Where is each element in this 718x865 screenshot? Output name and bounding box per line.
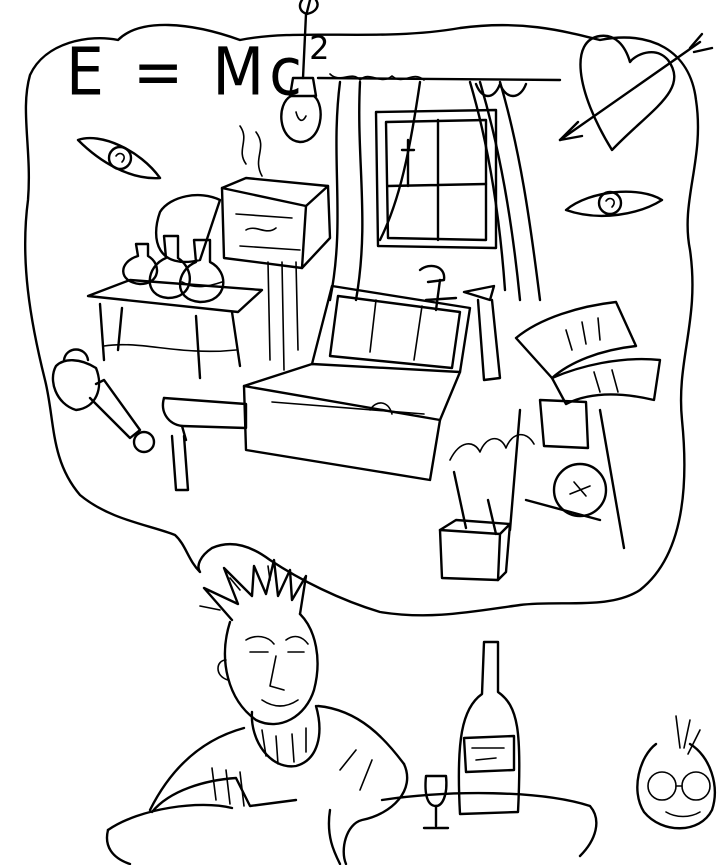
spring-coil <box>449 433 535 536</box>
light-bulb-icon <box>280 0 322 144</box>
time-machine-tub <box>242 284 472 482</box>
open-book-icon <box>514 300 662 406</box>
small-box <box>438 518 512 582</box>
formula-text: E = Mc2 <box>66 29 329 114</box>
watering-can-icon <box>51 348 156 454</box>
window-with-curtains <box>316 73 562 302</box>
bottle-icon <box>457 640 521 816</box>
boiler-machine <box>220 125 332 371</box>
pipe-faucet <box>161 396 248 492</box>
motor-device <box>508 398 626 550</box>
bar-table <box>105 791 598 865</box>
small-face-icon <box>636 715 716 830</box>
formula-exponent: 2 <box>309 29 330 67</box>
thinking-man <box>148 558 409 865</box>
flask-icons <box>122 193 225 304</box>
wine-glass-icon <box>422 774 450 830</box>
left-eye-icon <box>76 136 162 180</box>
thought-cloud <box>24 23 700 617</box>
heart-arrow-icon <box>558 32 714 152</box>
right-eye-icon <box>564 190 664 218</box>
formula-main: E = Mc <box>66 34 308 111</box>
lab-table <box>86 278 264 380</box>
microscope-icon <box>418 264 502 382</box>
